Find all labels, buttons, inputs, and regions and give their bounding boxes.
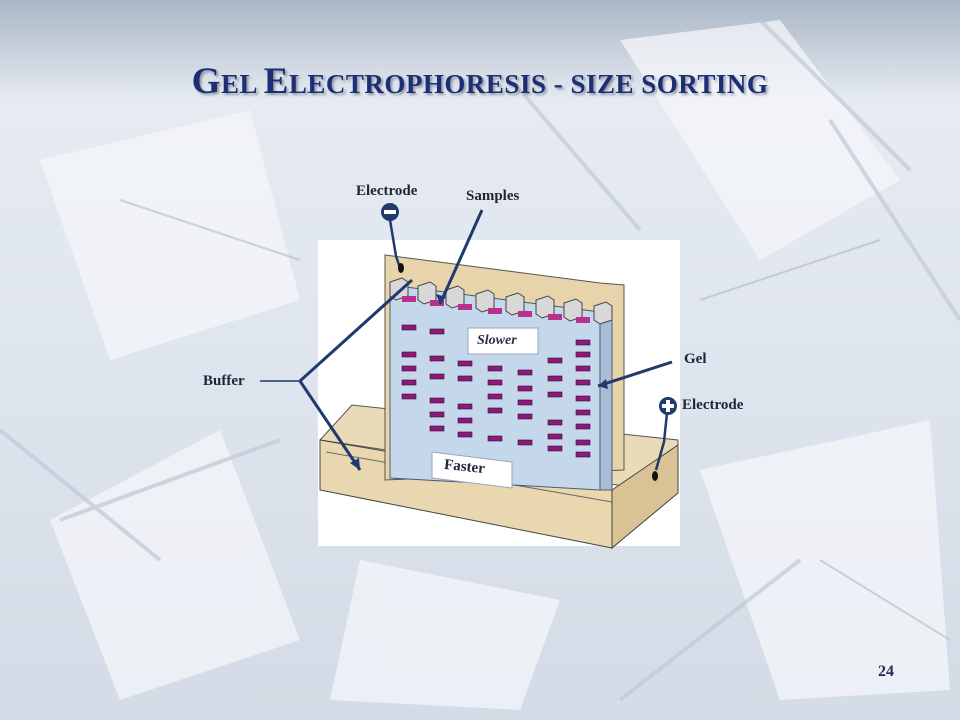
bottom-electrode-tip [652,471,658,481]
gel-arrowhead [598,379,608,389]
buffer-arrowhead [350,458,360,470]
buffer-tank-side [611,444,679,550]
gel-leader-line [597,360,673,388]
label-buffer: Buffer [203,373,245,389]
top-electrode-tip [398,263,404,273]
faster-tag-box [431,451,513,489]
samples-arrowhead [436,294,446,304]
buffer-leader-upper [298,278,414,383]
label-slower: Slower [477,333,517,348]
title-part: E [263,61,289,102]
label-electrode-negative: Electrode [356,183,418,199]
gel-side [599,309,613,491]
title-part: EL [220,69,264,99]
label-samples: Samples [466,188,520,204]
label-gel: Gel [684,351,707,367]
slower-tag-box [467,327,539,355]
samples-leader-line [438,209,484,305]
title-part: G [191,61,221,102]
dna-bands [401,324,591,458]
slide-title: GEL ELECTROPHORESIS - SIZE SORTING [0,60,960,103]
top-electrode-wire [388,219,402,269]
title-part: LECTROPHORESIS - SIZE SORTING [288,69,769,99]
bottom-electrode-wire [654,412,669,471]
well-comb [389,277,613,325]
minus-icon [381,203,399,221]
slide-number: 24 [878,663,894,680]
buffer-leader-lower [298,380,362,471]
plus-icon [659,397,677,415]
sample-wells [402,296,590,323]
label-electrode-positive: Electrode [682,397,744,413]
